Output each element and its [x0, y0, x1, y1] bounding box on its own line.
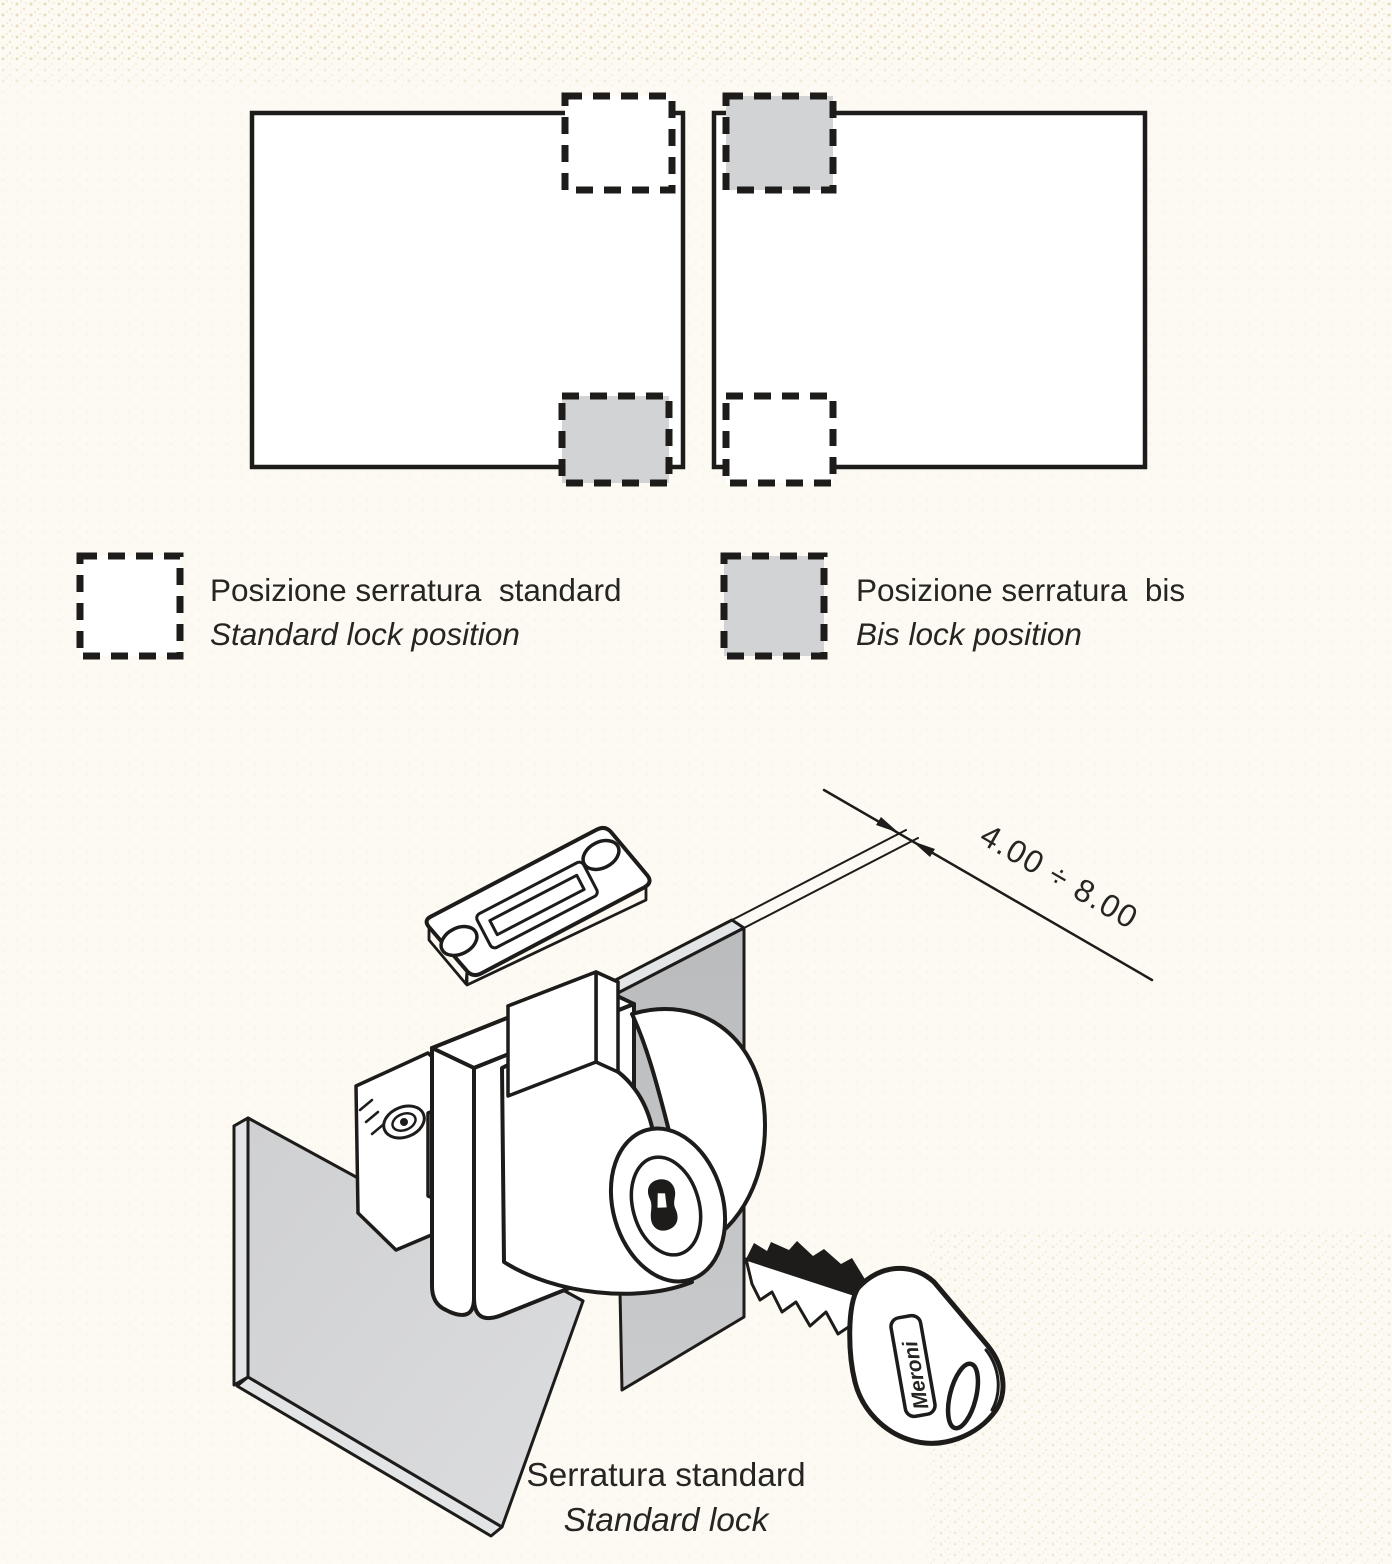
- key-bow-hole: [945, 1361, 981, 1431]
- legend-label-bis-en: Bis lock position: [856, 616, 1082, 652]
- dimension-arrow-upper: [876, 817, 899, 833]
- legend-label-standard-it: Posizione serratura standard: [210, 572, 621, 608]
- bracket-spring-lines: [358, 1098, 386, 1136]
- legend-swatch-standard: [76, 552, 184, 660]
- lock-body-left-face: [430, 1046, 476, 1317]
- latch-bolt: [506, 970, 620, 1098]
- extension-line-back: [731, 829, 907, 921]
- key: Meroni: [744, 1241, 1006, 1446]
- latch-side-face: [594, 970, 620, 1074]
- legend-label-standard-en: Standard lock position: [210, 616, 520, 652]
- standard-position-square-left-door-top: [561, 92, 676, 194]
- extension-line-front: [743, 837, 919, 929]
- dimension-arrow-lower: [912, 841, 935, 857]
- latch-front-face: [506, 970, 598, 1098]
- legend-swatch-bis: [720, 552, 828, 660]
- key-blade-milling: [746, 1241, 866, 1297]
- legend-label-bis-it: Posizione serratura bis: [856, 572, 1185, 608]
- bracket-screw-center: [400, 1118, 408, 1126]
- key-bow-edge: [984, 1348, 1000, 1412]
- legend: Posizione serratura standard Standard lo…: [76, 552, 1185, 660]
- bis-position-square-right-door-top: [722, 92, 837, 194]
- caption-en: Standard lock: [564, 1502, 771, 1539]
- bis-position-square-left-door-bottom: [558, 392, 673, 487]
- strike-plate-slot: [475, 860, 599, 950]
- strike-plate: [424, 825, 652, 987]
- caption-it: Serratura standard: [526, 1457, 805, 1494]
- keyhole-icon: [648, 1179, 678, 1231]
- strike-plate-thickness-bottom: [465, 886, 648, 987]
- key-badge: Meroni: [889, 1313, 937, 1419]
- lock-position-diagram: [249, 92, 1148, 487]
- standard-position-square-right-door-bottom: [722, 392, 837, 487]
- strike-plate-screw-hole-left: [439, 924, 479, 958]
